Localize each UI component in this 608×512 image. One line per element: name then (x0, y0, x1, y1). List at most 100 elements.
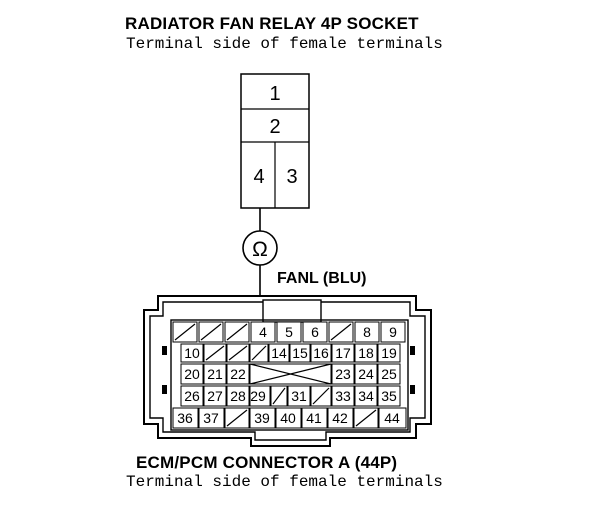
empty-cavity (310, 385, 332, 407)
pin-34: 34 (358, 388, 374, 404)
ohmmeter-icon: Ω (242, 230, 278, 266)
pin-cavity (250, 321, 276, 343)
pin-23: 23 (335, 366, 351, 382)
pin-10: 10 (184, 345, 200, 361)
pin-cavity (354, 363, 378, 385)
pin-cavity (301, 407, 328, 429)
pin-cavity (354, 385, 378, 407)
empty-cavity (249, 343, 269, 363)
pin-cavity (378, 407, 407, 429)
pin-19: 19 (381, 345, 397, 361)
pin-cavity (276, 321, 302, 343)
pin-42: 42 (332, 410, 348, 426)
pin-row-5: 36 37 39 40 41 42 44 (172, 407, 407, 429)
pin-cavity (203, 363, 227, 385)
relay-terminal-3: 3 (286, 166, 297, 188)
pin-row-4: 26 27 28 29 31 33 34 35 (180, 385, 401, 407)
latch-left-bottom (162, 385, 167, 394)
connector-housing-inner (149, 301, 426, 441)
pin-field (170, 319, 409, 431)
pin-cavity (180, 385, 204, 407)
pin-27: 27 (207, 388, 223, 404)
pin-cavity (172, 407, 199, 429)
relay-socket-subtitle: Terminal side of female terminals (126, 35, 443, 53)
pin-row-1: 4 5 6 8 9 (172, 321, 406, 343)
pin-26: 26 (184, 388, 200, 404)
pin-9: 9 (389, 324, 397, 340)
pin-39: 39 (254, 410, 270, 426)
pin-36: 36 (177, 410, 193, 426)
pin-cavity (198, 407, 225, 429)
empty-cavity (224, 321, 250, 343)
empty-cavity (203, 343, 227, 363)
pin-6: 6 (311, 324, 319, 340)
pin-cavity (377, 385, 401, 407)
relay-terminal-1: 1 (269, 83, 280, 105)
pin-cavity (354, 321, 380, 343)
pin-22: 22 (230, 366, 246, 382)
pin-cavity (331, 343, 355, 363)
pin-16: 16 (313, 345, 329, 361)
ecm-connector: 4 5 6 8 9 10 14 15 16 (143, 295, 432, 447)
pin-44: 44 (384, 410, 400, 426)
pin-29: 29 (250, 388, 266, 404)
empty-cavity (353, 407, 379, 429)
wire-label: FANL (BLU) (277, 270, 366, 287)
ecm-connector-subtitle: Terminal side of female terminals (126, 473, 443, 491)
empty-cavity (226, 343, 250, 363)
pin-cavity (275, 407, 302, 429)
ecm-connector-title: ECM/PCM CONNECTOR A (44P) (136, 453, 398, 472)
pin-cavity (310, 343, 332, 363)
pin-cavity (180, 363, 204, 385)
latch-right-bottom (410, 385, 415, 394)
empty-cavity (224, 407, 250, 429)
pin-cavity (226, 385, 250, 407)
connector-key (262, 299, 322, 323)
empty-cavity (172, 321, 198, 343)
pin-cavity (327, 407, 354, 429)
pin-31: 31 (291, 388, 307, 404)
ohm-symbol: Ω (252, 238, 268, 261)
latch-left-top (162, 346, 167, 355)
pin-24: 24 (358, 366, 374, 382)
pin-21: 21 (207, 366, 223, 382)
pin-cavity (331, 363, 355, 385)
pin-33: 33 (335, 388, 351, 404)
pin-41: 41 (306, 410, 322, 426)
pin-cavity (302, 321, 328, 343)
pin-cavity (380, 321, 406, 343)
pin-15: 15 (292, 345, 308, 361)
empty-cavity (198, 321, 224, 343)
pin-40: 40 (280, 410, 296, 426)
pin-cavity (203, 385, 227, 407)
relay-socket: 1 2 4 3 (240, 73, 310, 209)
pin-row-2: 10 14 15 16 17 18 19 (180, 343, 401, 363)
pin-25: 25 (381, 366, 397, 382)
pin-row-3: 20 21 22 23 24 25 (180, 363, 401, 385)
pin-cavity (249, 385, 271, 407)
pin-5: 5 (285, 324, 293, 340)
pin-cavity (287, 385, 311, 407)
pin-18: 18 (358, 345, 374, 361)
pin-cavity (249, 407, 276, 429)
pin-cavity (377, 343, 401, 363)
pin-14: 14 (271, 345, 287, 361)
pin-cavity (354, 343, 378, 363)
pin-cavity (289, 343, 311, 363)
pin-17: 17 (335, 345, 351, 361)
pin-8: 8 (363, 324, 371, 340)
pin-cavity (377, 363, 401, 385)
pin-28: 28 (230, 388, 246, 404)
empty-cavity (270, 385, 288, 407)
pin-35: 35 (381, 388, 397, 404)
empty-cavity (328, 321, 354, 343)
relay-terminal-2: 2 (269, 116, 280, 138)
pin-37: 37 (203, 410, 219, 426)
relay-socket-title: RADIATOR FAN RELAY 4P SOCKET (125, 14, 419, 33)
pin-4: 4 (259, 324, 267, 340)
pin-cavity (331, 385, 355, 407)
pin-cavity (268, 343, 290, 363)
pin-20: 20 (184, 366, 200, 382)
pin-cavity (226, 363, 250, 385)
